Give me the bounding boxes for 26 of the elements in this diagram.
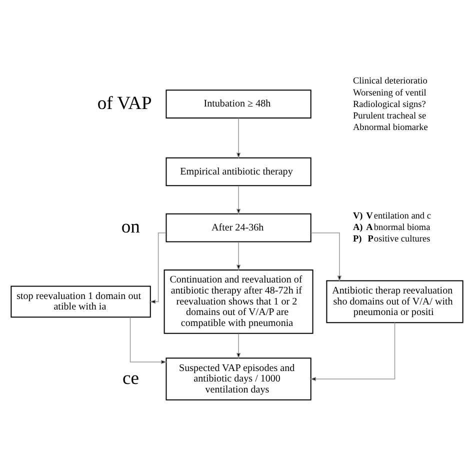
arrow [310, 322, 396, 381]
arrow [236, 185, 241, 215]
node-box: Suspected VAP episodes and antibiotic days / 1000 ventilation days [166, 357, 312, 400]
label: ce [122, 367, 140, 388]
label: Abnormal biomarke [353, 122, 428, 133]
label: of VAP [97, 92, 152, 114]
arrow [236, 332, 241, 359]
label: Purulent tracheal se [353, 110, 426, 121]
node-box: Antibiotic therap reevaluation sho domains out of V/A/ with pneumonia or positi [326, 280, 464, 323]
node-box: Intubation ≥ 48h [166, 89, 312, 118]
node-box: stop reevaluation 1 domain out atible with ia [10, 285, 151, 318]
label: Worsening of ventil [353, 88, 426, 98]
arrow [236, 117, 241, 158]
arrow [310, 232, 342, 282]
node-box: Continuation and reevaluation of antibiotic therapy after 48-72h if reevaluation shows that 1 or 2 domains out of V/A/P are compatible with pneumonia [164, 268, 314, 334]
label: V) Ventilation and c [353, 210, 432, 221]
arrow [149, 232, 166, 304]
arrow [236, 241, 241, 270]
label: Clinical deterioratio [353, 76, 428, 86]
label: A) Abnormal bioma [353, 222, 430, 232]
label: on [121, 216, 140, 238]
label: P) Positive cultures [353, 234, 430, 244]
arrow [130, 316, 168, 364]
label: Radiological signs? [353, 99, 426, 110]
node-box: After 24-36h [166, 212, 312, 242]
node-box: Empirical antibiotic therapy [166, 156, 312, 186]
